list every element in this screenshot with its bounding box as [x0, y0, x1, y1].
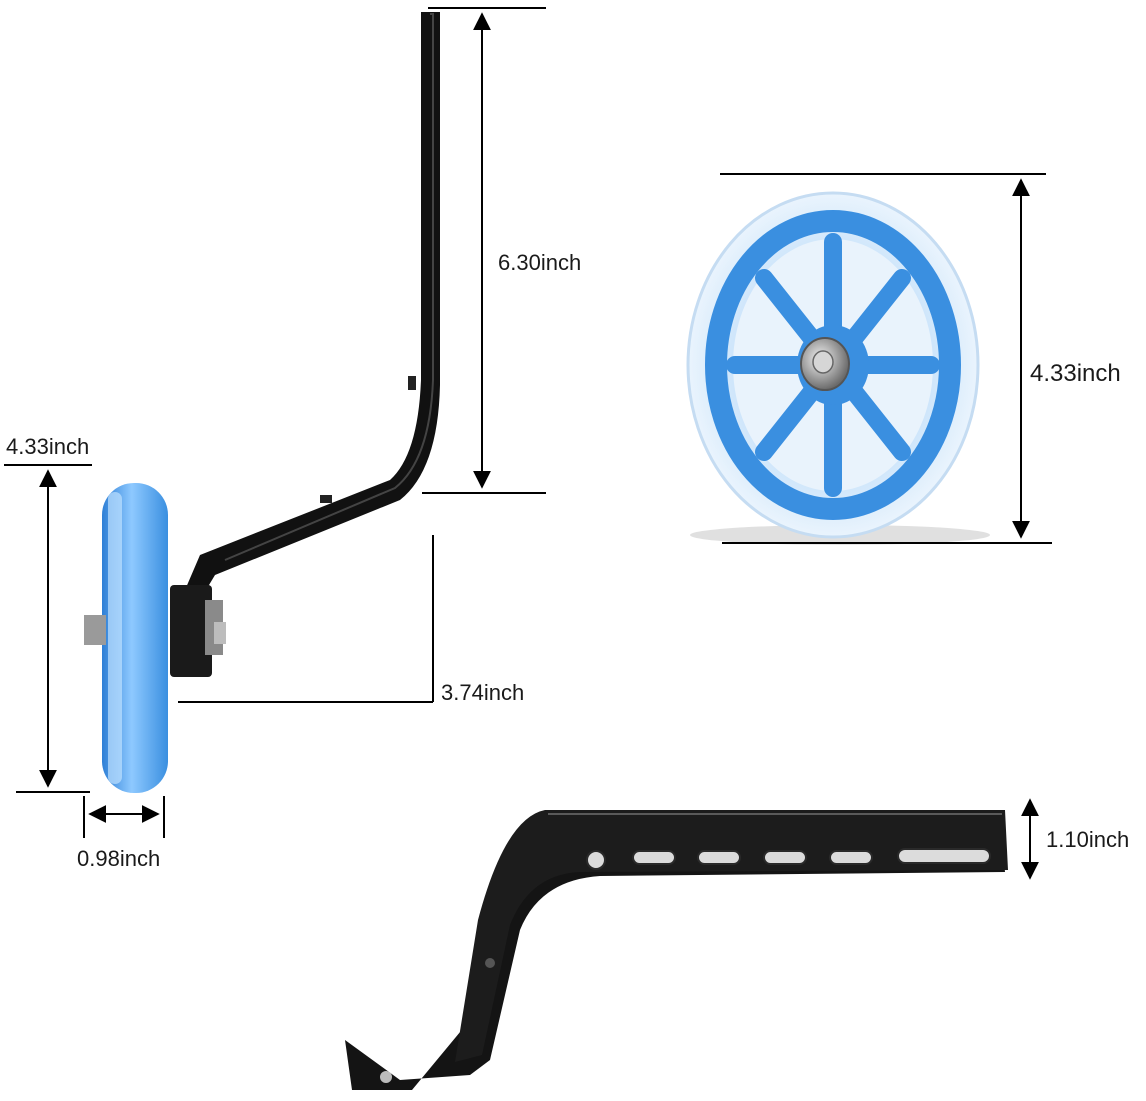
side-wheel-edge [108, 492, 122, 784]
arm-height-label: 6.30inch [498, 250, 582, 275]
axle-plate [170, 585, 212, 677]
arm-offset-label: 3.74inch [441, 680, 525, 705]
arm-upright [185, 12, 440, 600]
bracket-top-bar [455, 810, 1008, 1062]
bracket-slots [586, 848, 991, 870]
arm-clip [408, 376, 416, 390]
bracket-hole [380, 1071, 392, 1083]
wheel-axle-nut [812, 350, 834, 374]
wheel-blue-ring [705, 210, 961, 520]
axle-nut-face [214, 622, 226, 644]
dimension-lines [4, 7, 1052, 880]
arm-highlight [224, 13, 434, 561]
bracket-height-label: 1.10inch [1046, 827, 1130, 852]
bracket-rivet [485, 958, 495, 968]
front-wheel-height-label: 4.33inch [1030, 360, 1121, 387]
mounting-bracket [345, 810, 1008, 1090]
training-wheel-assembly [84, 12, 440, 793]
side-wheel-bolt [84, 615, 106, 645]
side-wheel-height-label: 4.33inch [6, 434, 90, 459]
wheel-width-label: 0.98inch [77, 846, 161, 871]
front-wheel [686, 191, 990, 545]
arm-clip-lower [320, 495, 332, 503]
